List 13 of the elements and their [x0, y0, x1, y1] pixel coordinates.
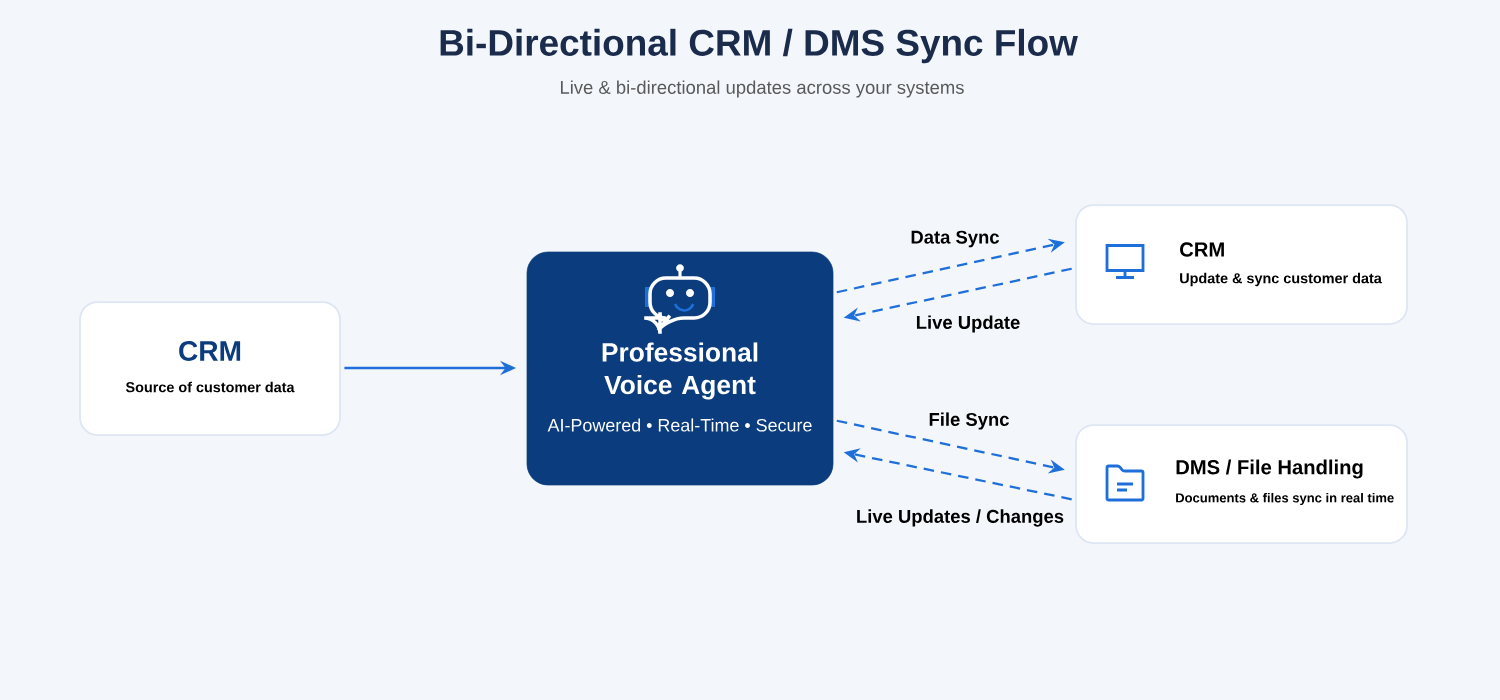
node-subtitle: Source of customer data	[125, 381, 295, 393]
node-title: CRM	[179, 341, 241, 361]
node-title: DMS / File Handling	[1176, 459, 1363, 479]
title: Bi-Directional CRM / DMS Sync Flow	[440, 28, 1078, 64]
node-subtitle: AI-Powered • Real-Time • Secure	[547, 418, 812, 432]
node-title: CRM	[1180, 242, 1224, 257]
node-title: Professional Voice Agent	[602, 342, 758, 400]
edge-label: Live Updates / Changes	[853, 506, 1067, 530]
subtitle: Live & bi-directional updates across your systems	[561, 80, 964, 98]
edge-label: Live Update	[913, 312, 1023, 336]
node-subtitle: Documents & files sync in real time	[1176, 492, 1394, 506]
node-subtitle: Update & sync customer data	[1180, 272, 1382, 287]
edge-label: Data Sync	[907, 228, 1003, 250]
